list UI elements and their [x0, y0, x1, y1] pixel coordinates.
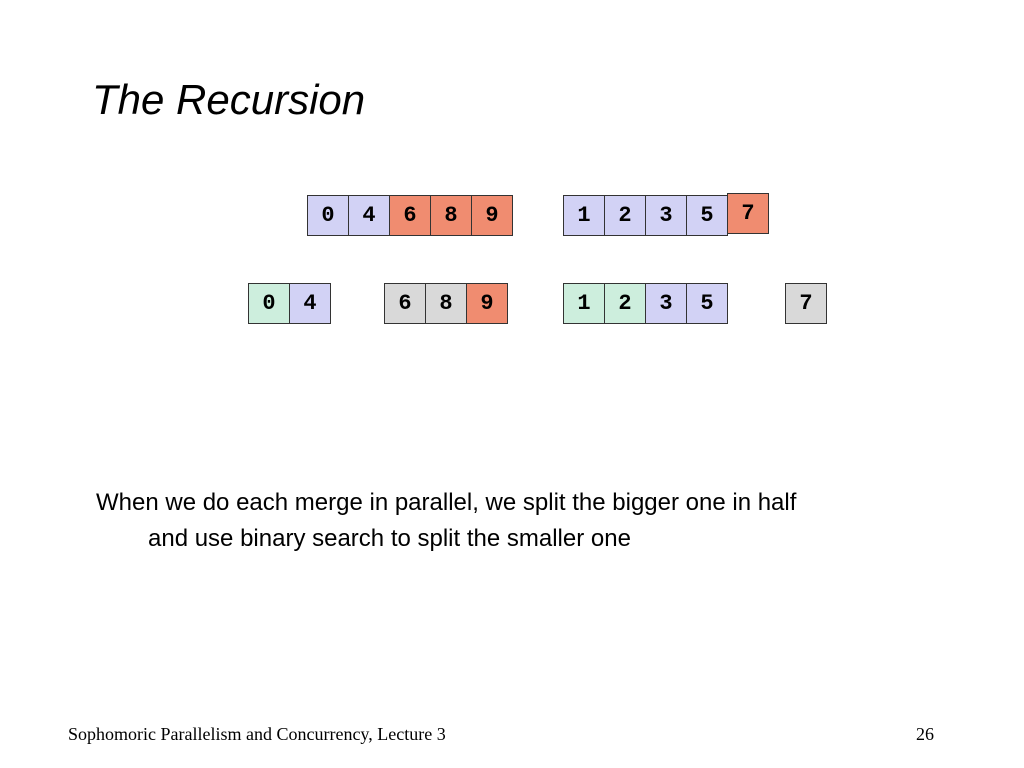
array-cell: 1 [563, 195, 605, 236]
array-cell: 6 [389, 195, 431, 236]
array-cell: 0 [248, 283, 290, 324]
array-bottom-c: 1 2 3 5 [563, 283, 728, 324]
body-line-2: and use binary search to split the small… [148, 525, 631, 552]
array-cell: 1 [563, 283, 605, 324]
array-top-left: 0 4 6 8 9 [307, 195, 513, 236]
array-cell: 0 [307, 195, 349, 236]
page-number: 26 [916, 724, 934, 744]
array-bottom-b: 6 8 9 [384, 283, 508, 324]
array-cell: 2 [604, 283, 646, 324]
array-cell: 7 [727, 193, 769, 234]
array-top-right: 1 2 3 5 7 [563, 193, 769, 236]
array-cell: 9 [471, 195, 513, 236]
array-bottom-d: 7 [785, 283, 827, 324]
array-cell: 8 [430, 195, 472, 236]
array-cell: 6 [384, 283, 426, 324]
array-cell: 3 [645, 195, 687, 236]
array-cell: 3 [645, 283, 687, 324]
footer-course-title: Sophomoric Parallelism and Concurrency, … [68, 724, 446, 744]
slide-title: The Recursion [92, 76, 366, 123]
array-cell: 2 [604, 195, 646, 236]
body-line-1: When we do each merge in parallel, we sp… [96, 489, 797, 516]
array-cell: 8 [425, 283, 467, 324]
array-cell: 9 [466, 283, 508, 324]
array-cell: 5 [686, 283, 728, 324]
array-cell: 4 [289, 283, 331, 324]
array-cell: 4 [348, 195, 390, 236]
body-text: When we do each merge in parallel, we sp… [96, 485, 946, 557]
array-bottom-a: 0 4 [248, 283, 331, 324]
array-cell: 7 [785, 283, 827, 324]
array-cell: 5 [686, 195, 728, 236]
